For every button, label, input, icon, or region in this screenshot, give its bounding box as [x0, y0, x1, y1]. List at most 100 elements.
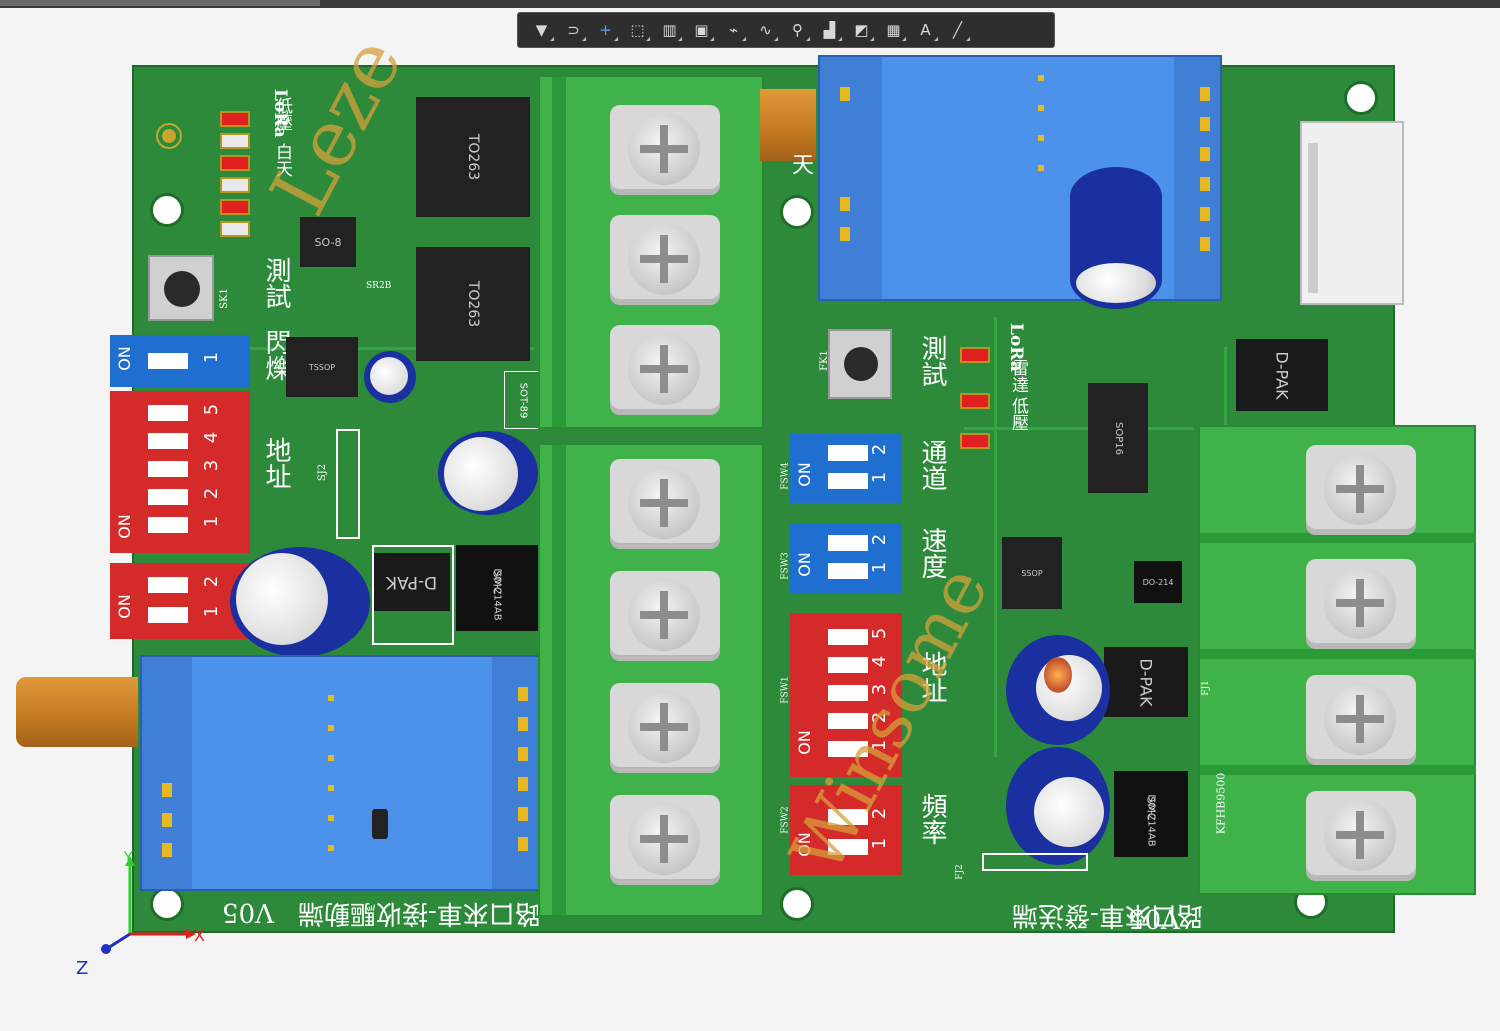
- screw-terminal[interactable]: [1306, 445, 1416, 535]
- diode-small[interactable]: DO-214: [1134, 561, 1182, 603]
- diff-pair-icon[interactable]: ∿: [750, 15, 781, 45]
- lora-module-left[interactable]: [140, 655, 540, 891]
- screw-terminal[interactable]: [610, 795, 720, 885]
- capacitor-medium: [438, 431, 538, 515]
- silk-fk1: FK1: [818, 350, 830, 371]
- magnet-icon[interactable]: ⊃: [558, 15, 589, 45]
- via-icon[interactable]: ⚲: [782, 15, 813, 45]
- silk-radar: 雷達: [1008, 359, 1028, 393]
- align-icon[interactable]: ▥: [654, 15, 685, 45]
- text-icon[interactable]: A: [910, 15, 941, 45]
- silk-fj2: FJ2: [954, 864, 965, 880]
- line-icon[interactable]: ╱: [942, 15, 973, 45]
- silk-title-right: 路口來車-發送端: [1012, 900, 1203, 930]
- resistor-smd: [220, 133, 250, 149]
- silk-fsw1: FSW1: [780, 676, 791, 704]
- capacitor-vertical: [1070, 167, 1162, 309]
- route-icon[interactable]: ⌁: [718, 15, 749, 45]
- ic-sot89[interactable]: SOT-89: [504, 371, 542, 429]
- silk-frequency: 頻率: [917, 793, 947, 845]
- capacitor-large: [230, 547, 370, 657]
- resistor-smd: [220, 177, 250, 193]
- component-icon[interactable]: ▣: [686, 15, 717, 45]
- led-smd: [960, 393, 990, 409]
- dip-switch-address-left[interactable]: ON 5 4 3 2 1: [110, 391, 250, 553]
- region-icon[interactable]: ◩: [846, 15, 877, 45]
- select-rect-icon[interactable]: ⬚: [622, 15, 653, 45]
- crosshair-icon[interactable]: +: [590, 15, 621, 45]
- ic-so8[interactable]: SO-8: [300, 217, 356, 267]
- antenna-right: [760, 89, 816, 161]
- jumper-fj2[interactable]: [982, 853, 1088, 871]
- screw-terminal[interactable]: [610, 459, 720, 549]
- dimension-icon[interactable]: ▦: [878, 15, 909, 45]
- ic-ssop-mid[interactable]: SSOP: [1002, 537, 1062, 609]
- screw-terminal[interactable]: [1306, 559, 1416, 649]
- led-smd: [960, 347, 990, 363]
- screw-terminal[interactable]: [610, 215, 720, 305]
- pcb-toolbar: ▼⊃+⬚▥▣⌁∿⚲▟◩▦A╱: [517, 12, 1055, 48]
- terminal-block-top[interactable]: [538, 75, 764, 429]
- silk-speed: 速度: [917, 527, 947, 579]
- silk-sr2b: SR2B: [366, 281, 392, 291]
- ic-dpak-mid-right[interactable]: D-PAK: [1104, 647, 1188, 717]
- dip-switch-address-right[interactable]: ON 5 4 3 2 1: [790, 613, 902, 777]
- button-fk1[interactable]: [828, 329, 892, 399]
- reset-button-sk1[interactable]: [148, 255, 214, 321]
- silk-daytime: 白天: [272, 143, 292, 177]
- silk-kfhb: KFHB9500: [1214, 772, 1228, 835]
- silk-sj2: SJ2: [317, 463, 329, 482]
- silk-fsw4: FSW4: [780, 462, 791, 490]
- ic-to263-top[interactable]: TO263: [416, 97, 530, 217]
- polygon-icon[interactable]: ▟: [814, 15, 845, 45]
- filter-icon[interactable]: ▼: [526, 15, 557, 45]
- silk-address-right: 地址: [917, 651, 947, 703]
- silk-title-left: 路口來車-接收驅動端: [298, 898, 541, 928]
- silk-version-left: V05: [222, 897, 274, 927]
- screw-terminal[interactable]: [610, 105, 720, 195]
- axis-gizmo: Y X Z: [70, 850, 210, 980]
- axis-z-label: Z: [76, 958, 89, 979]
- dip-switch-left-2[interactable]: ON 2 1: [110, 563, 250, 639]
- dip-switch-speed[interactable]: ON 2 1: [790, 523, 902, 593]
- ic-dpak-left[interactable]: D-PAK: [374, 553, 450, 611]
- silk-test-top: 測試: [261, 257, 291, 309]
- pcb-board[interactable]: 低壓 白天 LoRa SO-8 TO263 TO263 SR2B SOT-89 …: [16, 23, 1476, 933]
- ic-to263-bottom[interactable]: TO263: [416, 247, 530, 361]
- dip-switch-blink[interactable]: ON 1: [110, 335, 250, 387]
- resistor-smd: [220, 221, 250, 237]
- axis-x-label: X: [194, 926, 205, 945]
- dip-switch-channel[interactable]: ON 2 1: [790, 433, 902, 503]
- screw-terminal[interactable]: [610, 325, 720, 415]
- silk-lora-top: LoRa: [270, 89, 290, 138]
- screw-terminal[interactable]: [1306, 791, 1416, 881]
- silk-test-right: 測試: [917, 335, 947, 387]
- capacitor-right-bottom: [1006, 747, 1110, 865]
- silk-low-voltage-right: 低壓: [1008, 397, 1028, 431]
- axis-y-label: Y: [124, 850, 133, 866]
- ic-sop16[interactable]: SOP16: [1088, 383, 1148, 493]
- active-tab[interactable]: [0, 0, 320, 6]
- highlight-marker: [1044, 657, 1072, 693]
- silk-address-left: 地址: [261, 437, 291, 489]
- fiducial-via: [158, 125, 180, 147]
- screw-terminal[interactable]: [610, 683, 720, 773]
- silk-fj1: FJ1: [1200, 680, 1211, 696]
- silk-lora-right: LoRa: [1006, 323, 1026, 372]
- jumper-sj2[interactable]: [336, 429, 360, 539]
- dip-switch-frequency[interactable]: ON 2 1: [790, 785, 902, 875]
- ic-dpak-top-right[interactable]: D-PAK: [1236, 339, 1328, 411]
- mounting-hole: [150, 193, 184, 227]
- title-bar: [0, 0, 1500, 8]
- terminal-block-right[interactable]: [1198, 425, 1476, 895]
- connector-header-white[interactable]: [1300, 121, 1404, 305]
- screw-terminal[interactable]: [610, 571, 720, 661]
- ic-tssop[interactable]: TSSOP: [286, 337, 358, 397]
- silk-fsw3: FSW3: [780, 552, 791, 580]
- terminal-block-bottom[interactable]: [538, 443, 764, 917]
- led-smd: [220, 111, 250, 127]
- screw-terminal[interactable]: [1306, 675, 1416, 765]
- trace: [964, 427, 1194, 430]
